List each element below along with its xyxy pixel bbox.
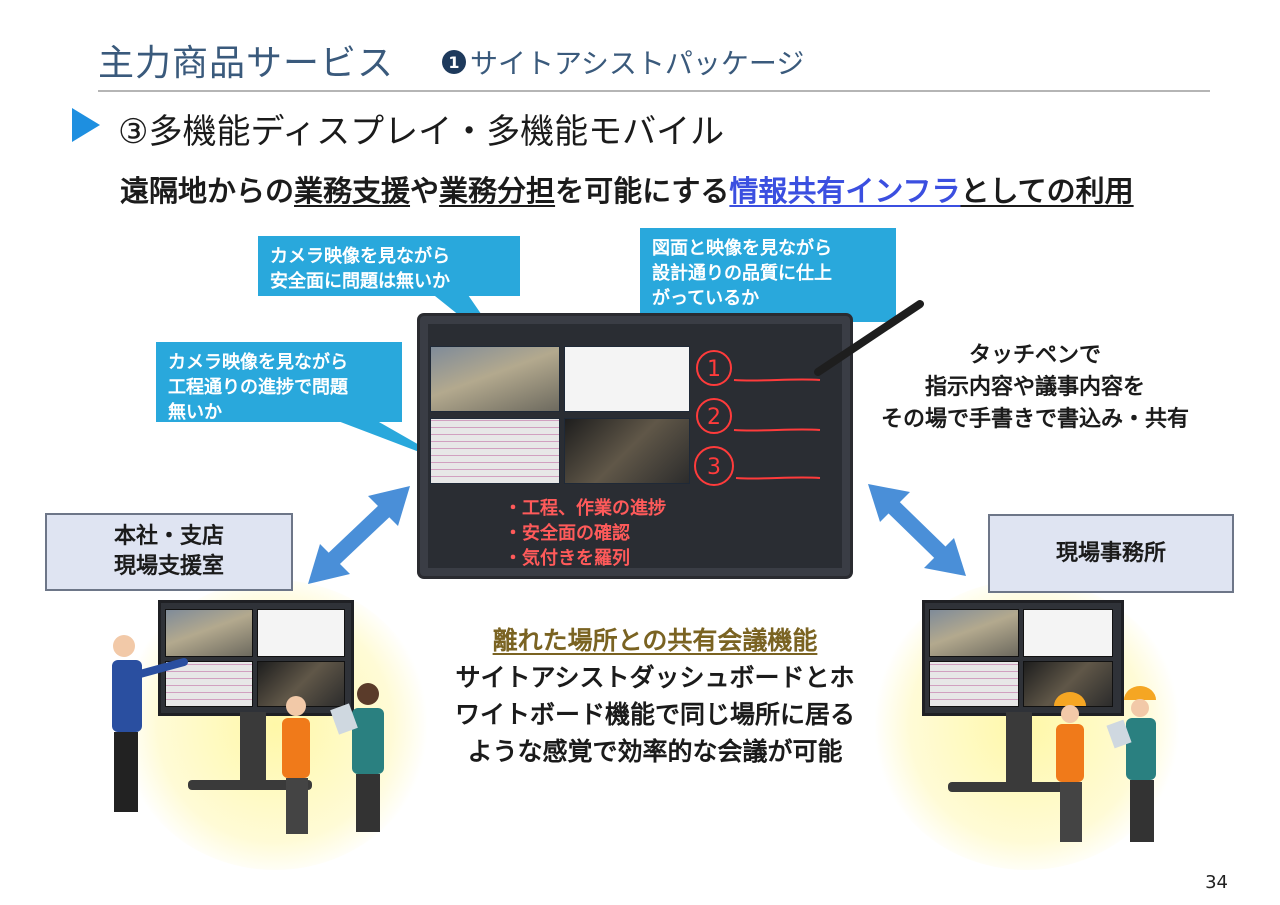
- pointcloud-pane: [564, 418, 690, 484]
- headline-underline: 業務分担: [439, 174, 556, 208]
- headline-highlight: 情報共有インフラ: [729, 174, 961, 208]
- section-title: ③多機能ディスプレイ・多機能モバイル: [118, 112, 725, 152]
- left-scene-people: [112, 635, 384, 834]
- label-head-office: 本社・支店 現場支援室: [45, 513, 293, 591]
- triangle-bullet-icon: [72, 108, 100, 142]
- headline-underline: 業務支援: [294, 174, 411, 208]
- headline-text: を可能にする: [555, 174, 730, 208]
- meeting-heading: 離れた場所との共有会議機能: [492, 626, 818, 655]
- page-number: 34: [1205, 872, 1228, 893]
- callout-progress: カメラ映像を見ながら 工程通りの進捗で問題 無いか: [156, 342, 402, 423]
- label-site-office: 現場事務所: [988, 514, 1234, 593]
- callout-quality: 図面と映像を見ながら 設計通りの品質に仕上 がっているか: [640, 228, 896, 322]
- left-stand-base: [188, 780, 312, 790]
- shared-meeting-description: 離れた場所との共有会議機能 サイトアシストダッシュボードとホワイトボード機能で同…: [440, 622, 870, 770]
- touch-pen-description: タッチペンで 指示内容や議事内容を その場で手書きで書込み・共有: [880, 343, 1189, 432]
- ink-mark-2: 2: [707, 405, 721, 430]
- left-double-arrow-icon: [308, 486, 410, 584]
- title-divider: [98, 90, 1210, 92]
- headline: 遠隔地からの業務支援や業務分担を可能にする情報共有インフラとしての利用: [120, 168, 1134, 210]
- stylus-icon: [814, 300, 924, 376]
- callout-safety: カメラ映像を見ながら 安全面に問題は無いか: [258, 236, 520, 296]
- schedule-pane: [430, 418, 560, 484]
- central-display: ・工程、作業の進捗 ・安全面の確認 ・気付きを羅列 1 2 3: [420, 316, 850, 576]
- whiteboard-ink: 1 2 3: [694, 350, 821, 486]
- headline-text: や: [410, 174, 440, 208]
- right-stand: [1006, 712, 1032, 782]
- subtitle-number-badge: 1: [442, 50, 466, 74]
- ink-mark-3: 3: [707, 455, 721, 480]
- camera-pane: [430, 346, 560, 412]
- page-subtitle: 1 サイトアシストパッケージ: [442, 42, 804, 82]
- ink-mark-1: 1: [707, 357, 721, 382]
- right-double-arrow-icon: [868, 484, 966, 576]
- right-scene-workers: [1054, 686, 1156, 842]
- drawing-pane: [564, 346, 690, 412]
- display-screen: ・工程、作業の進捗 ・安全面の確認 ・気付きを羅列 1 2 3: [428, 324, 842, 569]
- right-stand-base: [948, 782, 1078, 792]
- subtitle-text: サイトアシストパッケージ: [470, 47, 805, 80]
- left-scene-monitor: [158, 600, 354, 716]
- page-title: 主力商品サービス: [98, 43, 395, 84]
- left-stand: [240, 712, 266, 780]
- headline-text: 遠隔地からの: [120, 174, 295, 208]
- screen-notes: ・工程、作業の進捗 ・安全面の確認 ・気付きを羅列: [504, 498, 666, 569]
- headline-underline: としての利用: [960, 174, 1134, 208]
- meeting-body: サイトアシストダッシュボードとホワイトボード機能で同じ場所に居るような感覚で効率…: [455, 663, 856, 766]
